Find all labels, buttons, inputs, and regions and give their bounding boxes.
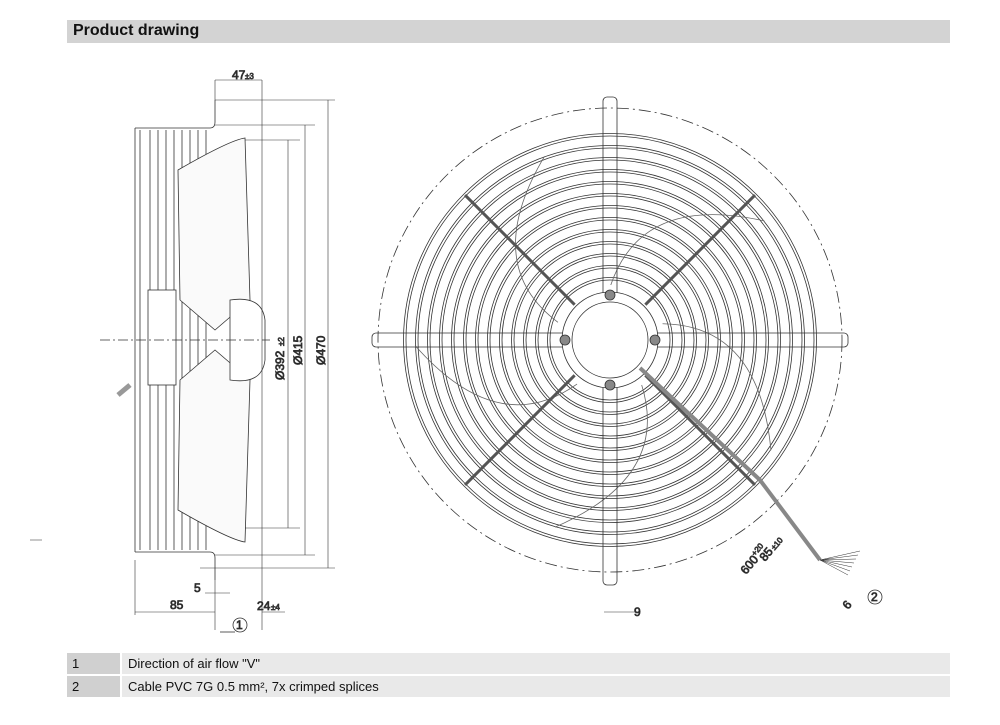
dim-d415: Ø415 xyxy=(291,335,305,365)
guard-strut xyxy=(463,193,576,306)
guard-ring xyxy=(439,169,781,511)
section-title: Product drawing xyxy=(73,22,200,39)
cable-wire xyxy=(819,559,849,576)
guard-ring xyxy=(501,231,719,449)
front-view xyxy=(371,96,861,586)
cable-wire xyxy=(819,559,855,564)
dim-6: 6 xyxy=(840,598,855,612)
guard-ring xyxy=(451,181,769,499)
mount-screw xyxy=(559,334,571,346)
cable-wire xyxy=(819,550,861,561)
cable-wire xyxy=(819,559,851,572)
guard-ring xyxy=(549,279,671,401)
fan-blade xyxy=(515,156,559,323)
guard-strut xyxy=(644,374,757,487)
dim-24: 24 xyxy=(257,599,271,613)
dim-5: 5 xyxy=(194,581,201,595)
fan-blade xyxy=(662,323,772,451)
guard-ring xyxy=(427,157,793,523)
side-view xyxy=(100,100,270,580)
callout-2: 2 xyxy=(871,590,878,604)
fan-blade xyxy=(554,384,648,528)
guard-ring xyxy=(487,217,733,463)
note-row: 2 Cable PVC 7G 0.5 mm², 7x crimped splic… xyxy=(67,676,950,697)
guard-ring xyxy=(489,219,731,461)
guard-ring xyxy=(415,145,805,535)
guard-ring xyxy=(403,133,817,547)
guard-strut xyxy=(644,193,757,306)
guard-ring xyxy=(463,193,757,487)
dim-47-tol: ±3 xyxy=(245,72,254,81)
outer-diameter-circle xyxy=(377,107,843,573)
guard-ring xyxy=(523,253,697,427)
guard-ring xyxy=(511,241,709,439)
mount-screw xyxy=(649,334,661,346)
guard-ring xyxy=(513,243,707,437)
guard-ring xyxy=(453,183,767,497)
cable-wire xyxy=(819,559,853,568)
note-row: 1 Direction of air flow "V" xyxy=(67,653,950,674)
dim-24-tol: ±4 xyxy=(271,603,280,612)
note-text: Cable PVC 7G 0.5 mm², 7x crimped splices xyxy=(122,676,950,697)
guard-ring xyxy=(465,195,755,485)
cable-wire xyxy=(819,554,859,561)
guard-ring xyxy=(547,277,673,403)
product-drawing: 47 ±3 Ø392±2 Ø415 Ø470 85 5 24 ±4 1 9 85… xyxy=(30,68,883,633)
guard-ring xyxy=(441,171,779,509)
guard-strut xyxy=(463,374,576,487)
guard-ring xyxy=(477,207,743,473)
note-text: Direction of air flow "V" xyxy=(122,653,950,674)
motor-hub-inner xyxy=(571,301,649,379)
note-number: 2 xyxy=(67,676,120,697)
dim-d392: Ø392 xyxy=(273,350,287,380)
section-header: Product drawing xyxy=(67,20,950,43)
guard-ring xyxy=(535,265,685,415)
dim-85-cable-tol: ±10 xyxy=(769,535,785,551)
fan-blade xyxy=(414,345,578,406)
guard-ring xyxy=(405,135,815,545)
dim-47: 47 xyxy=(232,68,246,82)
dim-d392-tol: ±2 xyxy=(277,337,286,346)
guard-ring xyxy=(475,205,745,475)
callout-1: 1 xyxy=(236,618,243,632)
guard-ring xyxy=(525,255,695,425)
mount-screw xyxy=(604,289,616,301)
guard-ring xyxy=(537,267,683,413)
cable xyxy=(638,366,822,562)
mount-screw xyxy=(604,379,616,391)
guard-ring xyxy=(417,147,803,533)
dim-85: 85 xyxy=(170,598,184,612)
note-number: 1 xyxy=(67,653,120,674)
cable-wire xyxy=(819,558,857,561)
dim-d470: Ø470 xyxy=(314,335,328,365)
side-dimensions xyxy=(134,79,335,630)
guard-ring xyxy=(429,159,791,521)
